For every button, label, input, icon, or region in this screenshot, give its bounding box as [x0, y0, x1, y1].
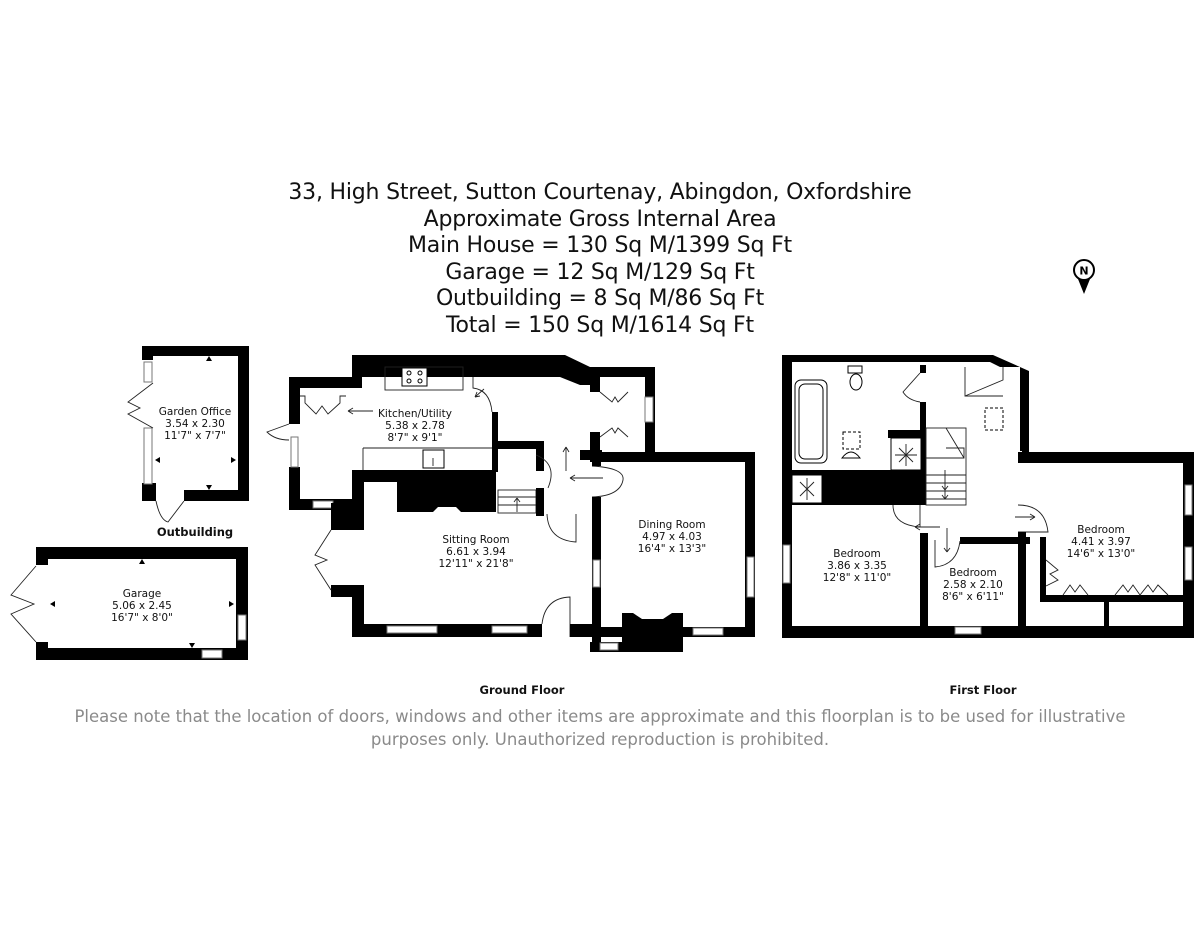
- ground-floor-plan: Kitchen/Utility 5.38 x 2.78 8'7" x 9'1" …: [266, 355, 755, 652]
- room-label-sitting-room: Sitting Room: [442, 534, 509, 546]
- room-imperial-garden-office: 11'7" x 7'7": [164, 430, 226, 442]
- garage-plan: Garage 5.06 x 2.45 16'7" x 8'0": [10, 547, 248, 660]
- room-imperial-bedroom-2: 8'6" x 6'11": [942, 591, 1004, 603]
- room-imperial-sitting-room: 12'11" x 21'8": [438, 558, 513, 570]
- disclaimer-line-1: Please note that the location of doors, …: [74, 707, 1126, 726]
- area-total: Total = 150 Sq M/1614 Sq Ft: [446, 312, 754, 338]
- room-imperial-garage: 16'7" x 8'0": [111, 612, 173, 624]
- room-metric-garden-office: 3.54 x 2.30: [165, 418, 225, 430]
- room-label-dining-room: Dining Room: [638, 519, 705, 531]
- room-label-bedroom-3: Bedroom: [1077, 524, 1125, 536]
- north-arrow-icon: N: [1073, 259, 1095, 294]
- garden-office-plan: Garden Office 3.54 x 2.30 11'7" x 7'7": [127, 346, 249, 523]
- address-title: 33, High Street, Sutton Courtenay, Abing…: [288, 180, 912, 205]
- room-imperial-bedroom-1: 12'8" x 11'0": [823, 572, 891, 584]
- room-metric-kitchen: 5.38 x 2.78: [385, 420, 445, 432]
- ground-floor-label: Ground Floor: [480, 683, 565, 697]
- room-metric-sitting-room: 6.61 x 3.94: [446, 546, 506, 558]
- room-label-bedroom-1: Bedroom: [833, 548, 881, 560]
- outbuilding-label: Outbuilding: [157, 525, 233, 539]
- first-floor-label: First Floor: [949, 683, 1016, 697]
- room-label-bedroom-2: Bedroom: [949, 567, 997, 579]
- room-label-kitchen: Kitchen/Utility: [378, 408, 452, 420]
- room-metric-bedroom-2: 2.58 x 2.10: [943, 579, 1003, 591]
- room-imperial-bedroom-3: 14'6" x 13'0": [1067, 548, 1135, 560]
- room-metric-bedroom-3: 4.41 x 3.97: [1071, 536, 1131, 548]
- area-main-house: Main House = 130 Sq M/1399 Sq Ft: [408, 233, 792, 258]
- room-imperial-kitchen: 8'7" x 9'1": [387, 432, 442, 444]
- room-imperial-dining-room: 16'4" x 13'3": [638, 543, 706, 555]
- room-label-garden-office: Garden Office: [159, 406, 231, 418]
- area-garage: Garage = 12 Sq M/129 Sq Ft: [445, 259, 755, 285]
- area-subtitle: Approximate Gross Internal Area: [423, 206, 777, 232]
- room-label-garage: Garage: [123, 588, 161, 600]
- area-outbuilding: Outbuilding = 8 Sq M/86 Sq Ft: [435, 286, 765, 311]
- north-label: N: [1079, 265, 1088, 278]
- room-metric-garage: 5.06 x 2.45: [112, 600, 172, 612]
- room-metric-bedroom-1: 3.86 x 3.35: [827, 560, 887, 572]
- first-floor-plan: Bedroom 3.86 x 3.35 12'8" x 11'0" Bedroo…: [782, 355, 1194, 638]
- room-metric-dining-room: 4.97 x 4.03: [642, 531, 702, 543]
- disclaimer-line-2: purposes only. Unauthorized reproduction…: [370, 730, 830, 749]
